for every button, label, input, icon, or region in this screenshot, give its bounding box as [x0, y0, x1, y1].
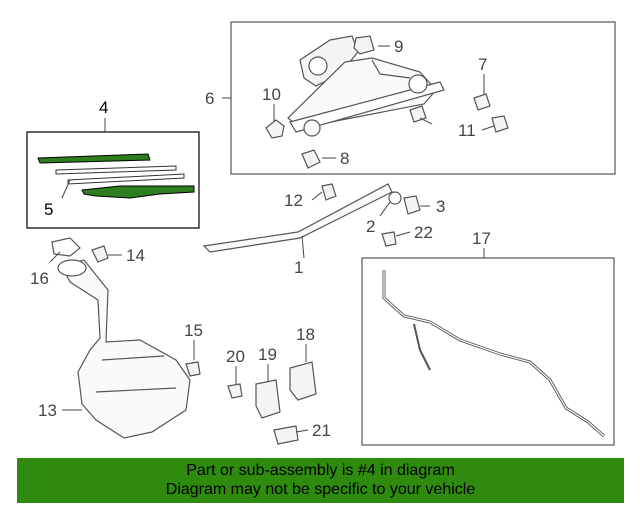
washer-hose-routing [382, 270, 605, 438]
banner-line-2: Diagram may not be specific to your vehi… [165, 481, 476, 498]
callout-20: 20 [226, 347, 245, 366]
callout-19: 19 [258, 345, 277, 364]
callout-22: 22 [414, 223, 433, 242]
callout-8: 8 [340, 149, 349, 168]
callout-4: 4 [99, 98, 108, 117]
callout-10: 10 [262, 85, 281, 104]
nozzle-part-22 [381, 231, 397, 247]
parts-diagram: 1 2 3 4 5 6 7 8 9 10 11 12 13 14 15 16 1… [26, 21, 616, 446]
callout-14: 14 [126, 246, 145, 265]
bolt-part-11-left [409, 105, 427, 123]
banner-line-1: Part or sub-assembly is #4 in diagram [186, 462, 455, 479]
callout-7: 7 [478, 55, 487, 74]
pump-part-19 [255, 379, 281, 419]
bolt-part-11-right [491, 115, 509, 133]
callout-9: 9 [394, 37, 403, 56]
callout-1: 1 [294, 258, 303, 277]
callout-2: 2 [366, 217, 375, 236]
callout-3: 3 [436, 197, 445, 216]
wiper-refill-rubber-lower [67, 173, 185, 185]
hose-frame [361, 257, 615, 446]
connector-part-21 [273, 425, 299, 445]
washer-reservoir [61, 259, 191, 439]
clip-part-14 [91, 245, 109, 263]
wiper-arm-part-1 [202, 183, 393, 253]
bushing-part-9 [353, 35, 375, 55]
bushing-part-8 [301, 149, 321, 169]
info-banner: Part or sub-assembly is #4 in diagram Di… [17, 458, 624, 503]
callout-6: 6 [205, 89, 214, 108]
wiper-blade-assembly [81, 185, 195, 199]
callout-17: 17 [472, 229, 491, 248]
callout-15: 15 [184, 321, 203, 340]
callout-16: 16 [30, 269, 49, 288]
wiper-blade-strip [37, 153, 151, 164]
callout-13: 13 [38, 401, 57, 420]
grommet-part-20 [227, 383, 243, 399]
callout-21: 21 [312, 421, 331, 440]
wiper-motor-linkage [287, 35, 445, 137]
seal-part-16 [51, 237, 81, 257]
callout-5: 5 [44, 200, 53, 219]
grommet-part-15 [185, 361, 201, 377]
callout-12: 12 [284, 191, 303, 210]
highlighted-wiper-blade [37, 153, 195, 199]
cover-part-3 [403, 195, 421, 215]
grommet-part-7 [473, 93, 491, 111]
wiper-refill-rubber-upper [55, 165, 177, 175]
callout-18: 18 [296, 325, 315, 344]
nut-part-2 [388, 191, 402, 205]
cap-part-12 [321, 183, 337, 201]
callout-11: 11 [458, 121, 476, 140]
pump-part-18 [289, 361, 317, 401]
